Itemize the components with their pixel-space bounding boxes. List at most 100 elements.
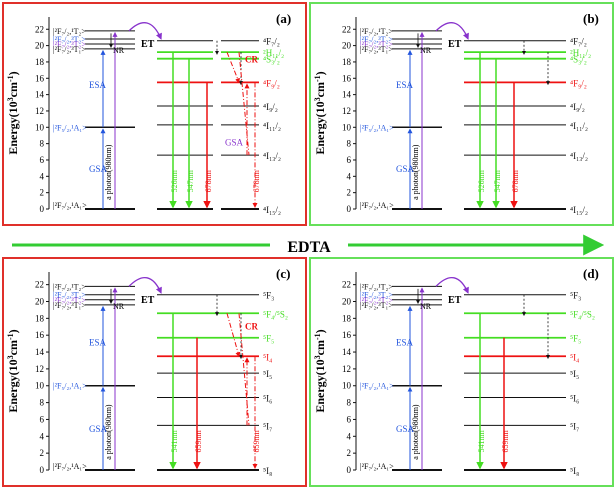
y-tick-label: 10 bbox=[342, 381, 352, 391]
emission-label: 526nm bbox=[477, 169, 486, 192]
panel-d: (d)0246810121416182022Energy(103cm-1)|²F… bbox=[309, 257, 614, 487]
photon-label: a photon(980nm) bbox=[104, 144, 113, 200]
level-label: ⁵I₈ bbox=[570, 466, 579, 476]
et-arrow bbox=[128, 22, 162, 40]
y-tick-label: 16 bbox=[342, 73, 352, 83]
panel-border bbox=[309, 257, 614, 487]
nr-label: NR bbox=[113, 302, 125, 311]
yb-state-label: |²F₇/₂,³T₂> bbox=[53, 291, 86, 300]
yb-state-label: |²F₇/₂,³T₂> bbox=[360, 40, 393, 49]
level-label: ⁵I₆ bbox=[263, 394, 272, 404]
level-label: ⁵I₅ bbox=[263, 369, 272, 379]
emission-label: 678nm bbox=[511, 169, 520, 192]
panel-letter: (a) bbox=[276, 11, 291, 26]
level-label: ⁴S₃/₂ bbox=[570, 55, 587, 65]
y-axis-title: Energy(103cm-1) bbox=[313, 329, 328, 412]
yb-ground-label: |²F₇/₂,¹A₁> bbox=[360, 201, 394, 210]
level-label: ⁵F₄/⁵S₂ bbox=[263, 309, 288, 319]
panel-c: (c)0246810121416182022Energy(103cm-1)|²F… bbox=[2, 257, 307, 487]
level-label: ⁵I₆ bbox=[570, 394, 579, 404]
level-label: ⁵I₇ bbox=[570, 421, 579, 431]
y-tick-label: 8 bbox=[40, 139, 45, 149]
emission-label: 547nm bbox=[493, 169, 502, 192]
et-label: ET bbox=[141, 39, 155, 50]
panel-a: (a)0246810121416182022Energy(103cm-1)|²F… bbox=[2, 2, 307, 226]
y-tick-label: 16 bbox=[342, 330, 352, 340]
y-tick-label: 14 bbox=[342, 90, 352, 100]
y-axis-title: Energy(103cm-1) bbox=[6, 329, 21, 412]
panel-letter: (b) bbox=[583, 11, 599, 26]
gsa-label: GSA bbox=[396, 164, 415, 174]
level-label: ⁵F₃ bbox=[570, 291, 581, 301]
yb-mid-label: |²F₅/₂,¹A₁> bbox=[360, 382, 394, 391]
level-label: ⁵I₈ bbox=[263, 466, 272, 476]
et-arrow bbox=[128, 277, 162, 294]
et-arrow bbox=[435, 22, 469, 40]
panel-border bbox=[309, 2, 614, 226]
y-tick-label: 20 bbox=[342, 41, 352, 51]
esa-label: ESA bbox=[89, 337, 107, 347]
yb-mid-label: |²F₅/₂,¹A₁> bbox=[53, 123, 87, 132]
emission-label: 541nm bbox=[477, 429, 486, 452]
emission-label: 541nm bbox=[170, 429, 179, 452]
y-tick-label: 16 bbox=[35, 73, 45, 83]
y-axis-title: Energy(103cm-1) bbox=[6, 71, 21, 154]
y-tick-label: 4 bbox=[40, 171, 45, 181]
yb-state-label: |²F₇/₂,³T₂> bbox=[360, 35, 393, 44]
y-tick-label: 6 bbox=[347, 155, 352, 165]
y-tick-label: 18 bbox=[342, 313, 352, 323]
yb-state-label: |²F₇/₂,³T₂> bbox=[360, 296, 393, 305]
y-tick-label: 2 bbox=[40, 188, 45, 198]
y-tick-label: 0 bbox=[40, 204, 45, 214]
y-axis-title: Energy(103cm-1) bbox=[313, 71, 328, 154]
y-tick-label: 14 bbox=[35, 90, 45, 100]
level-label: ⁴I₁₅/₂ bbox=[570, 205, 588, 215]
level-label: ⁴I₁₃/₂ bbox=[570, 151, 588, 161]
edta-label: EDTA bbox=[287, 239, 331, 256]
yb-ground-label: |²F₇/₂,¹A₁> bbox=[53, 462, 87, 471]
esa-label: ESA bbox=[396, 337, 414, 347]
yb-ground-label: |²F₇/₂,¹A₁> bbox=[53, 201, 87, 210]
nr-label: NR bbox=[420, 46, 432, 55]
yb-state-label: |²F₇/₂,³T₁> bbox=[53, 301, 86, 310]
yb-mid-label: |²F₅/₂,¹A₁> bbox=[360, 123, 394, 132]
yb-state-label: |²F₇/₂,³T₁> bbox=[360, 45, 393, 54]
cr-link bbox=[238, 313, 250, 426]
edta-label-bg bbox=[270, 233, 348, 257]
level-label: ⁵I₄ bbox=[570, 352, 579, 362]
yb-state-label: |²F₇/₂,¹T₂> bbox=[360, 282, 393, 291]
y-tick-label: 2 bbox=[347, 188, 352, 198]
emission-label: 547nm bbox=[186, 169, 195, 192]
y-tick-label: 4 bbox=[347, 431, 352, 441]
level-label: ⁵I₄ bbox=[263, 352, 272, 362]
level-label: ²H₁₁/₂ bbox=[263, 48, 284, 58]
et-label: ET bbox=[448, 39, 462, 50]
y-tick-label: 18 bbox=[342, 57, 352, 67]
y-tick-label: 10 bbox=[342, 122, 352, 132]
level-label: ⁵F₃ bbox=[263, 291, 274, 301]
y-tick-label: 6 bbox=[40, 414, 45, 424]
level-label: ⁴F₉/₂ bbox=[570, 78, 587, 88]
level-label: ⁴S₃/₂ bbox=[263, 55, 280, 65]
cr-link bbox=[238, 52, 250, 156]
y-tick-label: 0 bbox=[347, 465, 352, 475]
emission-label: 526nm bbox=[170, 169, 179, 192]
level-label: ⁴F₇/₂ bbox=[570, 37, 587, 47]
et-label: ET bbox=[141, 295, 155, 306]
nr-label: NR bbox=[420, 302, 432, 311]
y-tick-label: 10 bbox=[35, 122, 45, 132]
y-tick-label: 20 bbox=[35, 296, 45, 306]
level-label: ⁵F₅ bbox=[263, 334, 274, 344]
cr-arrow-1 bbox=[226, 51, 240, 84]
y-tick-label: 20 bbox=[342, 296, 352, 306]
level-label: ⁴I₁₁/₂ bbox=[570, 121, 588, 131]
y-tick-label: 0 bbox=[40, 465, 45, 475]
y-tick-label: 22 bbox=[342, 280, 351, 290]
et-arrow bbox=[435, 277, 469, 294]
emission-label: 659nm bbox=[252, 429, 261, 452]
y-tick-label: 14 bbox=[342, 347, 352, 357]
gsa-label: GSA bbox=[89, 164, 108, 174]
yb-state-label: |²F₇/₂,³T₂> bbox=[360, 291, 393, 300]
yb-state-label: |²F₇/₂,¹T₂> bbox=[360, 27, 393, 36]
